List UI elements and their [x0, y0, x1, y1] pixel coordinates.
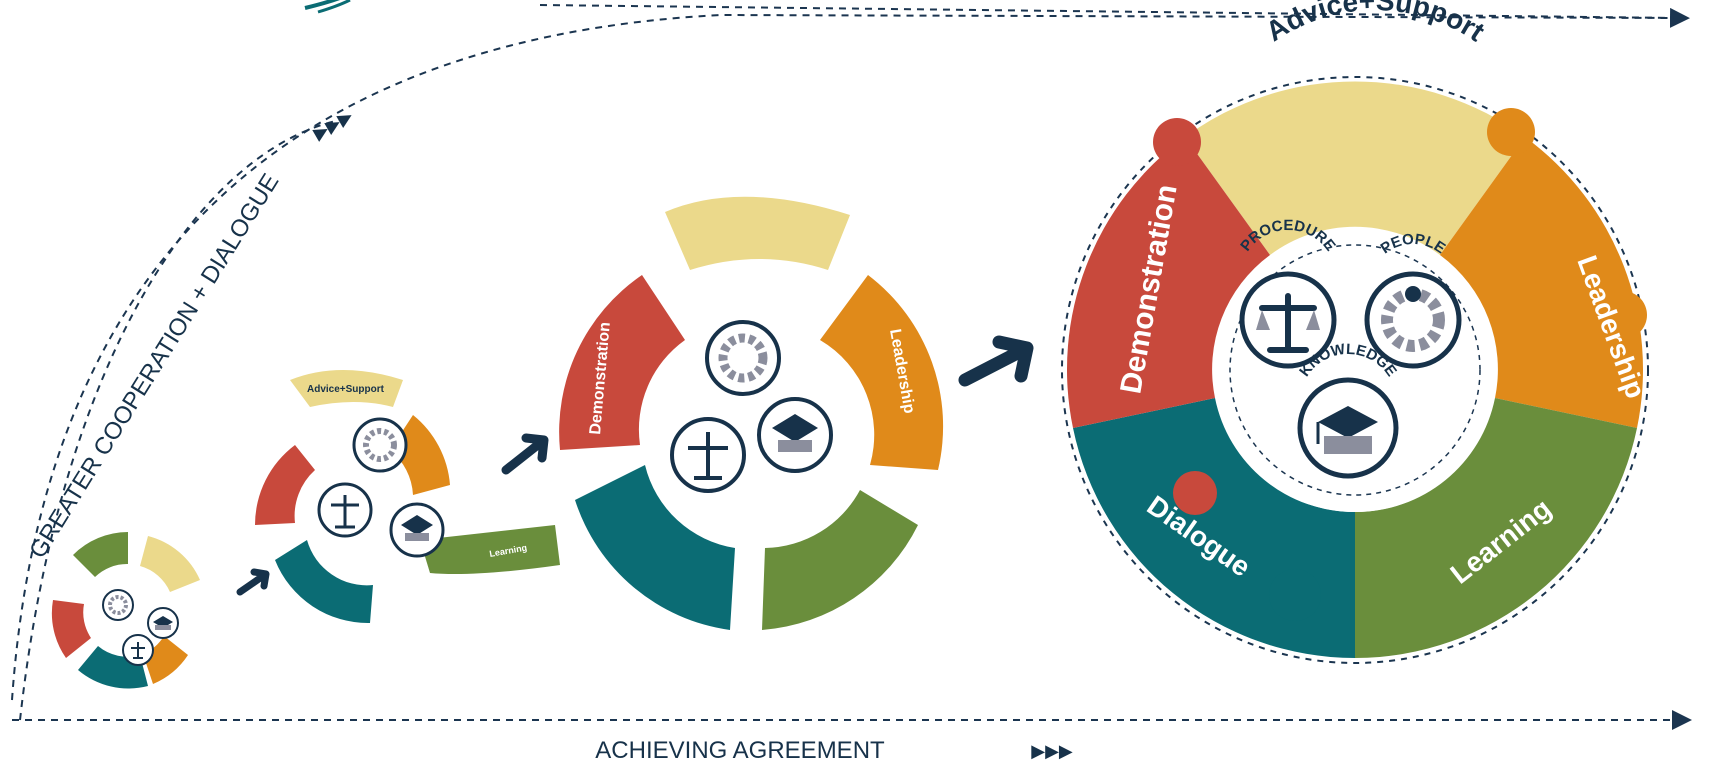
piece-green [762, 490, 918, 630]
piece-yellow [140, 536, 200, 592]
puzzle-stage-4: Demonstration Leadership Dialogue Learni… [1061, 76, 1652, 664]
piece-yellow [1185, 81, 1525, 255]
piece-red [255, 445, 315, 525]
stage2-advice-label: Advice+Support [307, 384, 385, 395]
knowledge-graduation-icon [1297, 377, 1399, 479]
vertical-axis-marker: ▶▶▶ [310, 105, 356, 143]
piece-orange [143, 636, 188, 684]
piece-teal [575, 465, 735, 630]
piece-red [1066, 137, 1270, 428]
puzzle-stage-1: Dialogue [51, 532, 200, 700]
arrow-right-icon [958, 335, 1034, 387]
arrow-right-icon [501, 433, 549, 475]
growth-curve-inner [19, 119, 341, 721]
piece-yellow [290, 370, 403, 407]
stage1-dialogue-label: Dialogue [87, 685, 117, 699]
arrow-right-icon [236, 568, 270, 596]
growth-curve [11, 13, 1681, 701]
piece-green [1355, 398, 1637, 658]
outer-dashed-ring [1061, 76, 1649, 664]
piece-yellow [665, 196, 850, 270]
procedure-scales-icon [1239, 271, 1337, 369]
piece-orange [820, 275, 944, 470]
piece-green [420, 525, 560, 574]
piece-orange [1440, 137, 1644, 428]
piece-teal [78, 646, 148, 689]
puzzle-stage-3: Demonstration Leadership [559, 196, 944, 630]
piece-red [559, 275, 685, 450]
stage4-advice-label: Advice+Support [1260, 0, 1490, 47]
top-partial-header [304, 0, 1690, 28]
piece-red [51, 600, 91, 658]
piece-green [73, 532, 128, 577]
puzzle-stage-2: Advice+Support Learning [255, 370, 560, 624]
inner-dashed-ring [1229, 244, 1481, 496]
piece-teal [275, 540, 373, 624]
people-circle-icon [1364, 271, 1462, 369]
vertical-axis-label: GREATER COOPERATION + DIALOGUE [24, 169, 284, 563]
horizontal-axis-label: ACHIEVING AGREEMENT [595, 737, 885, 764]
horizontal-axis-marker: ▶▶▶ [1031, 741, 1073, 761]
